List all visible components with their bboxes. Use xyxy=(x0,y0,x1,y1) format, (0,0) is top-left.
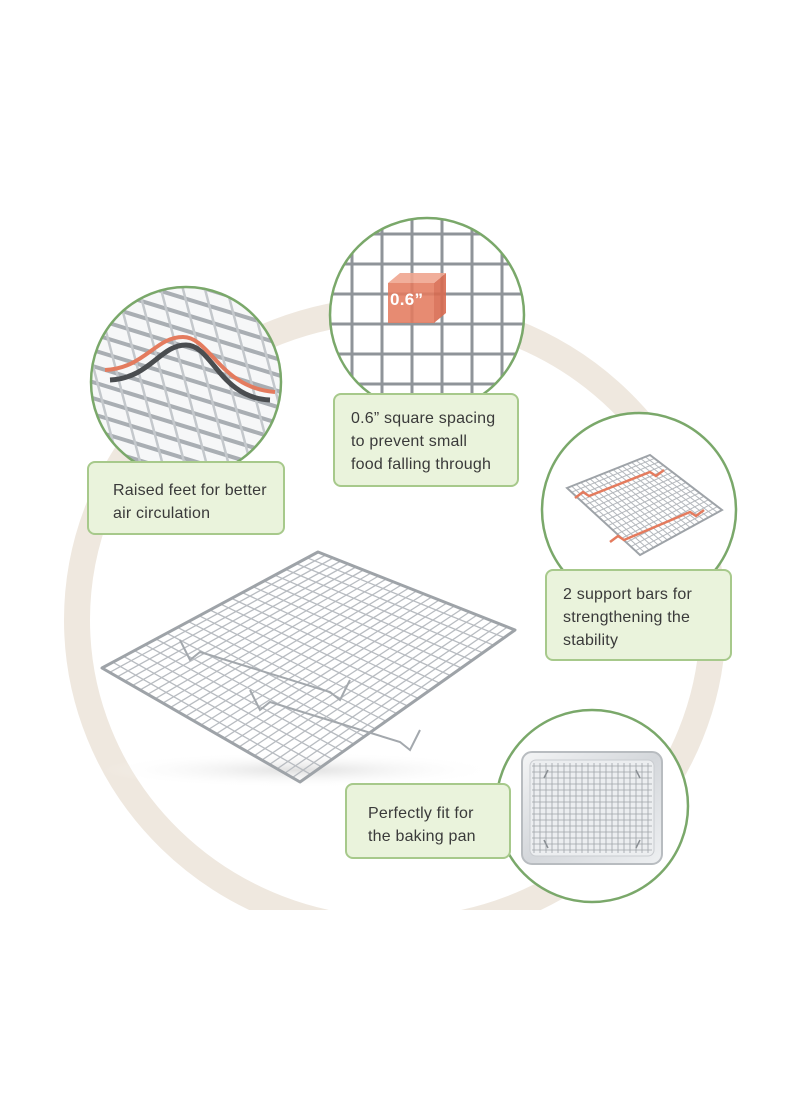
callout-spacing-line3: food falling through xyxy=(351,456,492,473)
callout-spacing-line2: to prevent small xyxy=(351,433,468,450)
callout-support-bars-line1: 2 support bars for xyxy=(563,586,692,603)
callout-raised-feet: Raised feet for better air circulation xyxy=(87,461,285,535)
callout-raised-feet-line1: Raised feet for better xyxy=(113,482,267,499)
callout-support-bars: 2 support bars for strengthening the sta… xyxy=(545,569,732,661)
spacing-dimension-label: 0.6” xyxy=(390,290,424,309)
baking-pan-detail xyxy=(494,708,690,904)
cooling-rack-image xyxy=(100,550,517,788)
callout-baking-pan-line1: Perfectly fit for xyxy=(368,805,474,822)
callout-raised-feet-line2: air circulation xyxy=(113,505,211,522)
callout-spacing-line1: 0.6” square spacing xyxy=(351,410,496,427)
callout-spacing: 0.6” square spacing to prevent small foo… xyxy=(333,393,519,487)
callout-baking-pan: Perfectly fit for the baking pan xyxy=(345,783,511,859)
spacing-detail xyxy=(328,216,526,414)
callout-support-bars-line3: stability xyxy=(563,632,619,649)
callout-support-bars-line2: strengthening the xyxy=(563,609,691,626)
callout-baking-pan-line2: the baking pan xyxy=(368,828,476,845)
